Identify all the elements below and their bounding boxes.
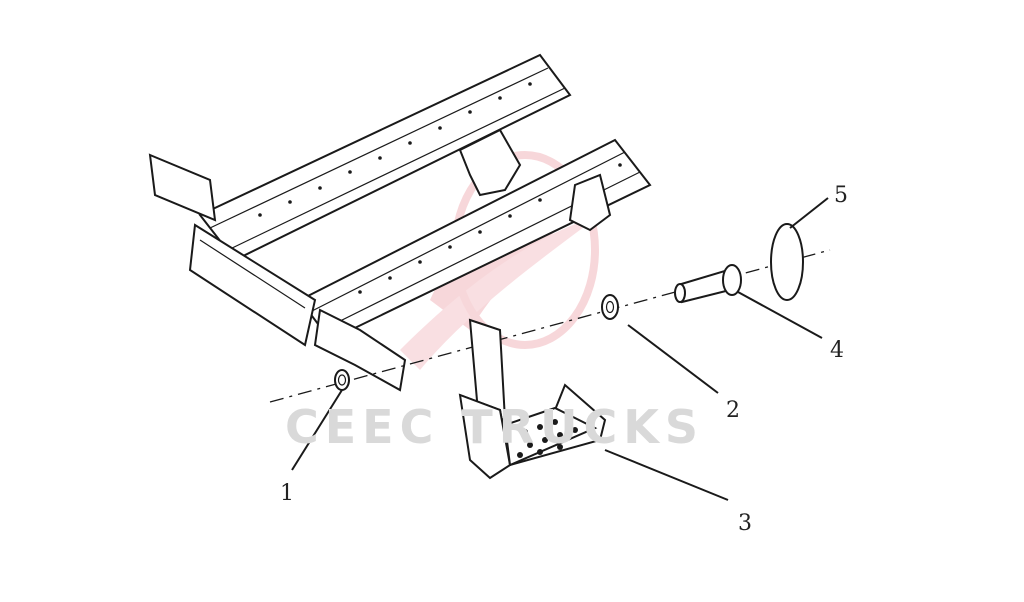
part-2-washer [601,294,619,320]
watermark-text: CEEC TRUCKS [285,400,704,454]
leader-line-3 [604,449,729,501]
assembly-axis [269,249,831,403]
part-3-step [458,318,607,480]
part-4-bolt [674,264,742,304]
part-1-nut [334,369,350,391]
step-upright [468,318,507,422]
leader-line-2 [627,324,719,394]
chassis-frame [148,53,652,392]
callout-5: 5 [834,183,848,208]
step-tread [503,406,598,467]
leader-line-5 [789,197,829,229]
leader-line-4 [737,291,823,339]
callout-4: 4 [830,338,844,363]
callout-3: 3 [738,511,752,536]
frame-mount [568,173,612,232]
frame-crossmember [188,223,317,347]
callout-1: 1 [280,481,294,506]
part-5-cap [770,223,804,301]
step-side-panel [458,393,512,480]
step-bracket [313,308,407,392]
leader-lines [291,197,829,501]
callout-2: 2 [726,398,740,423]
step-tread-holes [517,419,578,458]
frame-bracket [458,128,522,197]
frame-front-plate [148,153,217,222]
watermark-logo-swoosh-lower [400,215,600,370]
frame-rivets [258,82,622,294]
leader-line-1 [291,389,343,471]
